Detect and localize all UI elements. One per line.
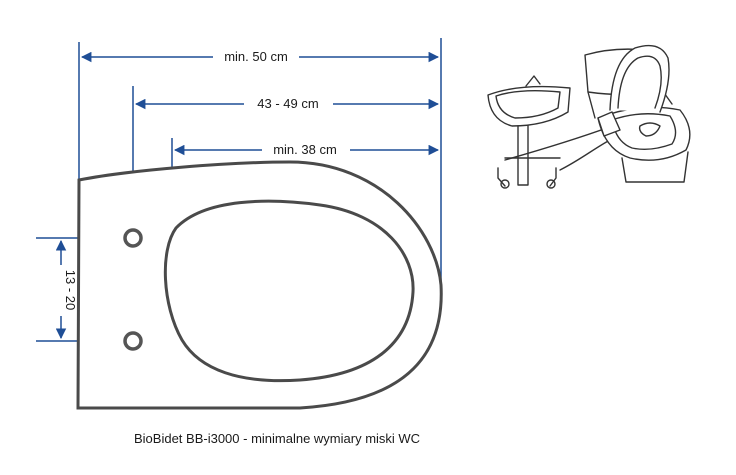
dimension-bowl-opening: min. 38 cm — [173, 142, 440, 157]
mounting-hole-icon — [123, 228, 143, 248]
hole-to-front-label: 43 - 49 cm — [257, 96, 318, 111]
hole-spacing-label: 13 - 20 — [63, 270, 78, 310]
dimension-hole-to-front: 43 - 49 cm — [134, 96, 440, 111]
overall-length-label: min. 50 cm — [224, 49, 288, 64]
mounting-holes — [123, 228, 143, 351]
bowl-opening-label: min. 38 cm — [273, 142, 337, 157]
dimension-hole-spacing: 13 - 20 — [36, 237, 124, 342]
toilet-seat-outline — [76, 160, 443, 410]
toilet-installation-illustration — [487, 44, 691, 189]
diagram-caption: BioBidet BB-i3000 - minimalne wymiary mi… — [134, 431, 420, 446]
mounting-hole-icon — [123, 331, 143, 351]
dimension-overall-length: min. 50 cm — [80, 49, 440, 64]
bowl-opening-outline — [163, 199, 415, 383]
